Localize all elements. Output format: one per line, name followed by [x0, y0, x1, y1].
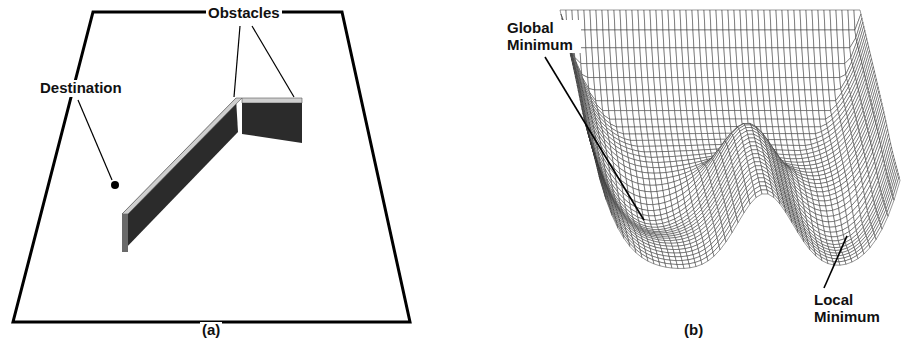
wall-end: [122, 214, 128, 252]
leader-line: [252, 26, 294, 97]
mesh-cell: [826, 205, 833, 211]
mesh-cell: [743, 123, 750, 124]
long-wall: [122, 98, 238, 252]
potential-surface: [560, 10, 900, 268]
wall-top: [122, 98, 242, 214]
leader-line: [234, 26, 240, 97]
mesh-cell: [656, 185, 663, 192]
leader-line: [78, 100, 112, 180]
workspace-plane: [13, 12, 410, 322]
short-wall-top: [242, 98, 302, 103]
obstacle-wall: [122, 98, 302, 252]
short-wall: [242, 103, 302, 143]
plane-outline: [13, 12, 410, 322]
mesh-cell: [660, 173, 667, 179]
destination-dot: [111, 181, 119, 189]
